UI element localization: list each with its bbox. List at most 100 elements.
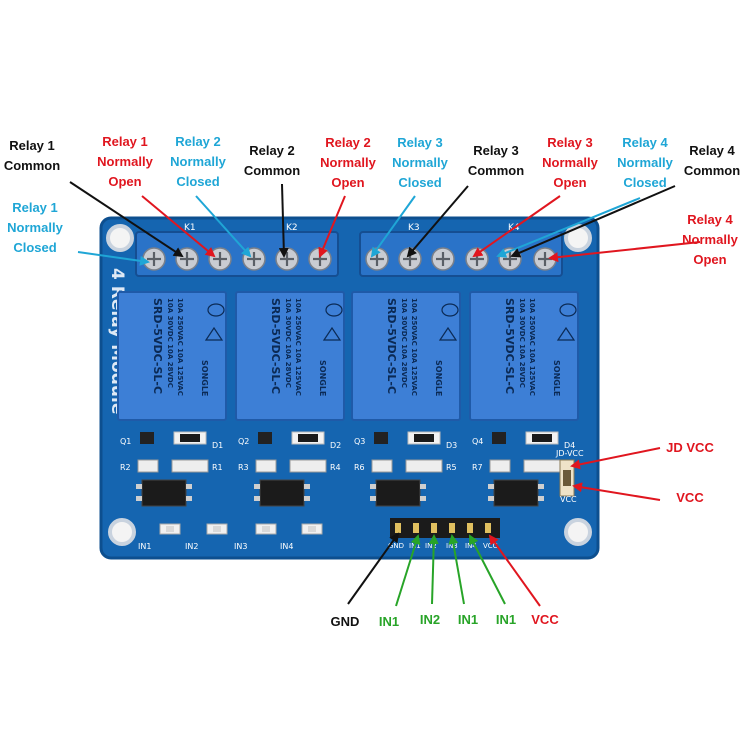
callout-line: Relay 4	[622, 135, 668, 150]
warning-triangle-icon	[322, 326, 342, 341]
callout-vcc: VCC	[676, 490, 704, 505]
cqc-logo	[559, 303, 577, 317]
relay-brand-text: SONGLE	[318, 360, 327, 396]
relay-brand-text: SONGLE	[434, 360, 443, 396]
relay-rating-text: 10A 250VAC 10A 125VAC	[294, 298, 302, 396]
transistor-label: Q2	[238, 437, 249, 446]
callout-line: Relay 1	[12, 200, 58, 215]
terminal-screw	[208, 247, 232, 271]
callout-in1: IN1	[496, 612, 516, 627]
resistor-label: R1	[212, 463, 223, 472]
resistor	[255, 459, 277, 473]
callout-in2: IN2	[420, 612, 440, 627]
mounting-holes	[106, 224, 592, 546]
callout-line: Open	[331, 175, 364, 190]
callout-arrow	[278, 183, 289, 258]
callout-arrow	[370, 195, 416, 258]
led-in1: IN1	[138, 523, 181, 551]
optocoupler	[375, 479, 421, 507]
callout-arrow	[406, 185, 469, 258]
callout-arrow	[141, 195, 216, 258]
terminal-screw	[398, 247, 422, 271]
relay-rating-text: 10A 250VAC 10A 125VAC	[176, 298, 184, 396]
diode-label: D3	[446, 441, 457, 450]
callout-line: Normally	[97, 154, 153, 169]
resistor-label: R5	[446, 463, 457, 472]
callout-jd-vcc: JD VCC	[666, 440, 714, 455]
callout-line: Closed	[398, 175, 441, 190]
callout-line: Normally	[7, 220, 63, 235]
terminal-screw	[533, 247, 557, 271]
header-pin	[413, 523, 419, 533]
relay-model-text: SRD-5VDC-SL-C	[269, 298, 282, 394]
callout-line: Relay 4	[689, 143, 735, 158]
resistor-label: R6	[354, 463, 365, 472]
relay-model-text: SRD-5VDC-SL-C	[385, 298, 398, 394]
led-in3: IN3	[234, 523, 277, 551]
terminal-screw	[365, 247, 389, 271]
callout-arrow	[572, 482, 661, 501]
relay-rating-text: 10A 250VAC 10A 125VAC	[410, 298, 418, 396]
resistor	[171, 459, 209, 473]
resistor-label: R3	[238, 463, 249, 472]
jumper-label-bottom: VCC	[560, 495, 577, 504]
relay-model-text: SRD-5VDC-SL-C	[151, 298, 164, 394]
header-label-vcc: VCC	[483, 542, 498, 550]
resistor-label: R7	[472, 463, 483, 472]
header-label-in4: IN4	[465, 542, 477, 550]
warning-triangle-icon	[204, 326, 224, 341]
relay-rating-text: 10A 30VDC 10A 28VDC	[166, 298, 174, 388]
callout-line: Relay 1	[9, 138, 55, 153]
callout-arrow	[570, 447, 661, 470]
relay-brand-text: SONGLE	[552, 360, 561, 396]
callout-arrow	[347, 532, 400, 605]
callout-arrow	[69, 181, 184, 258]
callout-vcc: VCC	[531, 612, 559, 627]
relay-rating-text: 10A 30VDC 10A 28VDC	[518, 298, 526, 388]
pcb-board: 4 Relay Module K1 K2 K3 K4 SRD-5VDC-SL-C…	[99, 216, 600, 560]
diode-label: D1	[212, 441, 223, 450]
callout-line: Relay 3	[397, 135, 443, 150]
led-label: IN3	[234, 542, 247, 551]
led-label: IN2	[185, 542, 198, 551]
transistor-label: Q3	[354, 437, 365, 446]
terminal-label-k3: K3	[408, 223, 420, 233]
callout-line: Relay 3	[473, 143, 519, 158]
relay-rating-text: 10A 30VDC 10A 28VDC	[400, 298, 408, 388]
callout-line: Normally	[392, 155, 448, 170]
transistor-label: Q4	[472, 437, 483, 446]
terminal-screw	[275, 247, 299, 271]
resistor	[523, 459, 561, 473]
led-label: IN1	[138, 542, 151, 551]
terminal-screw	[465, 247, 489, 271]
callout-line: Relay 3	[547, 135, 593, 150]
resistor-label: R4	[330, 463, 341, 472]
header-pin	[431, 523, 437, 533]
jumper-label-top: JD-VCC	[555, 449, 584, 458]
terminal-block-left	[135, 231, 339, 277]
callout-line: Normally	[170, 154, 226, 169]
terminal-screw	[175, 247, 199, 271]
pin-header: GND IN1 IN2 IN3 IN4 VCC	[388, 518, 500, 550]
cqc-logo	[325, 303, 343, 317]
callout-arrow	[472, 195, 561, 258]
callout-arrow	[318, 195, 346, 258]
